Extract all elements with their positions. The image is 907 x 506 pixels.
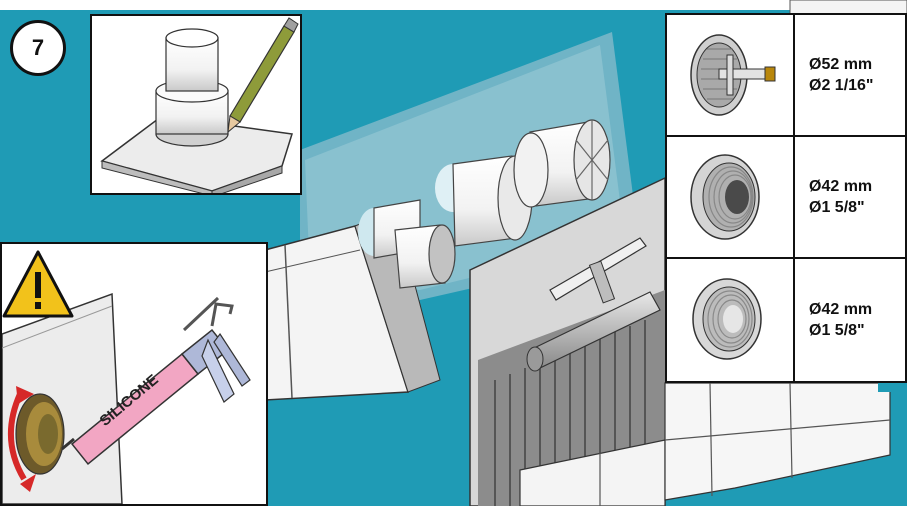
spec-dimensions: Ø52 mm Ø2 1/16": [809, 15, 874, 135]
protruding-pipe-caps: [358, 119, 611, 289]
spec-icon-cell: [667, 137, 795, 257]
top-edge: [0, 0, 907, 10]
lower-right-tiles: [664, 378, 892, 501]
pencil-icon: [227, 17, 299, 134]
fitting-size-table: Ø52 mm Ø2 1/16" Ø42 mm Ø1 5/8": [665, 13, 907, 383]
inset-pencil-marking: [90, 14, 302, 195]
spec-icon-cell: [667, 259, 795, 381]
spec-imperial: Ø2 1/16": [809, 77, 874, 94]
warning-icon: [2, 250, 74, 318]
spec-metric: Ø42 mm: [809, 301, 873, 318]
caulking-gun-icon: [61, 296, 251, 466]
pencil-marking-illustration: [100, 17, 299, 193]
threaded-fitting-icon: [690, 154, 760, 240]
spec-row-2: Ø42 mm Ø1 5/8": [667, 137, 905, 259]
spec-dimensions: Ø42 mm Ø1 5/8": [809, 137, 872, 257]
rotation-arrow-icon: [8, 392, 27, 481]
spec-metric: Ø52 mm: [809, 56, 873, 73]
inset-silicone-application: SILICONE: [0, 242, 268, 506]
spec-row-1: Ø52 mm Ø2 1/16": [667, 15, 905, 137]
fitting-with-valve-icon: [690, 34, 776, 116]
spec-row-3: Ø42 mm Ø1 5/8": [667, 259, 905, 381]
spec-imperial: Ø1 5/8": [809, 322, 865, 339]
ring-fitting-icon: [692, 278, 762, 360]
spec-metric: Ø42 mm: [809, 178, 873, 195]
silicone-illustration: SILICONE: [2, 250, 251, 504]
right-tile-wall: [469, 176, 666, 506]
step-number-badge: 7: [10, 20, 66, 76]
spec-imperial: Ø1 5/8": [809, 199, 865, 216]
spec-dimensions: Ø42 mm Ø1 5/8": [809, 259, 872, 381]
spec-icon-cell: [667, 15, 795, 135]
